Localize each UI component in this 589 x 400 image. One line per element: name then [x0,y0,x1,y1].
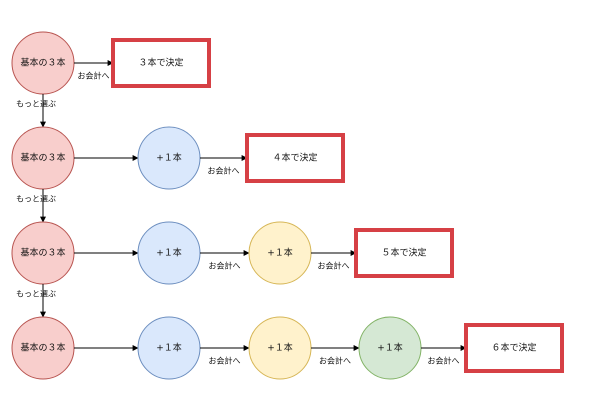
checkout-label: お会計へ [208,166,240,176]
decision-label: ５本で決定 [381,247,426,259]
checkout-label: お会計へ [428,356,460,366]
start-node-label: 基本の３本 [20,247,65,259]
checkout-label: お会計へ [209,261,241,271]
checkout-label: お会計へ [319,356,351,366]
start-node-label: 基本の３本 [20,57,65,69]
add-one-label: +１本 [156,152,182,164]
more-label: もっと選ぶ [16,194,56,204]
decision-box [245,133,345,183]
decision-label: ６本で決定 [491,342,536,354]
add-one-label: +１本 [377,342,403,354]
start-node-label: 基本の３本 [20,152,65,164]
checkout-label: お会計へ [78,71,110,81]
add-one-label: +１本 [156,342,182,354]
checkout-label: お会計へ [318,261,350,271]
add-one-label: +１本 [156,247,182,259]
decision-box [354,228,454,278]
more-label: もっと選ぶ [16,99,56,109]
more-label: もっと選ぶ [16,289,56,299]
add-one-label: +１本 [267,342,293,354]
decision-label: ４本で決定 [272,152,317,164]
decision-box [111,38,211,88]
checkout-label: お会計へ [209,356,241,366]
decision-label: ３本で決定 [138,57,183,69]
start-node-label: 基本の３本 [20,342,65,354]
add-one-label: +１本 [267,247,293,259]
decision-box [464,323,564,373]
